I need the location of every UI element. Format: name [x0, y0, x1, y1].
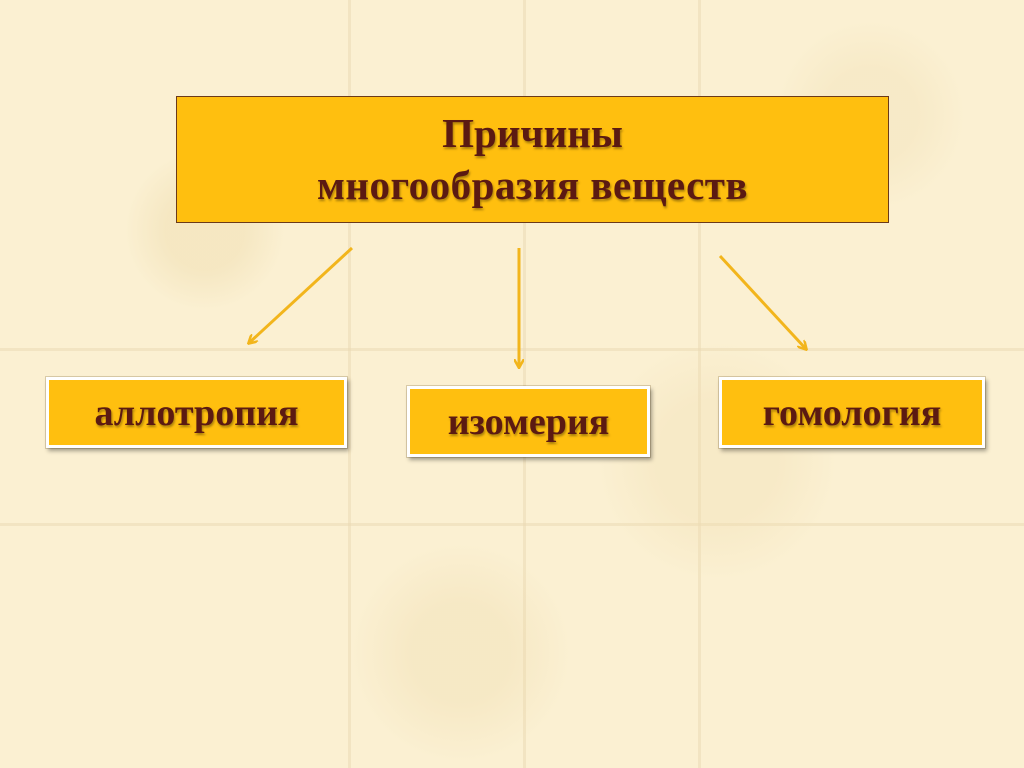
- cause-label-allotropy: аллотропия: [94, 391, 299, 434]
- title-box: Причины многообразия веществ: [176, 96, 889, 223]
- cause-label-isomerism: изомерия: [447, 400, 610, 443]
- title-line-1: Причины: [442, 110, 623, 157]
- cause-box-isomerism: изомерия: [407, 386, 650, 457]
- cause-label-homology: гомология: [762, 391, 942, 434]
- cause-box-allotropy: аллотропия: [46, 377, 347, 448]
- cause-box-homology: гомология: [719, 377, 985, 448]
- title-line-2: многообразия веществ: [316, 161, 749, 208]
- arrow-to-homology: [718, 254, 806, 349]
- arrow-to-allotropy: [249, 246, 354, 343]
